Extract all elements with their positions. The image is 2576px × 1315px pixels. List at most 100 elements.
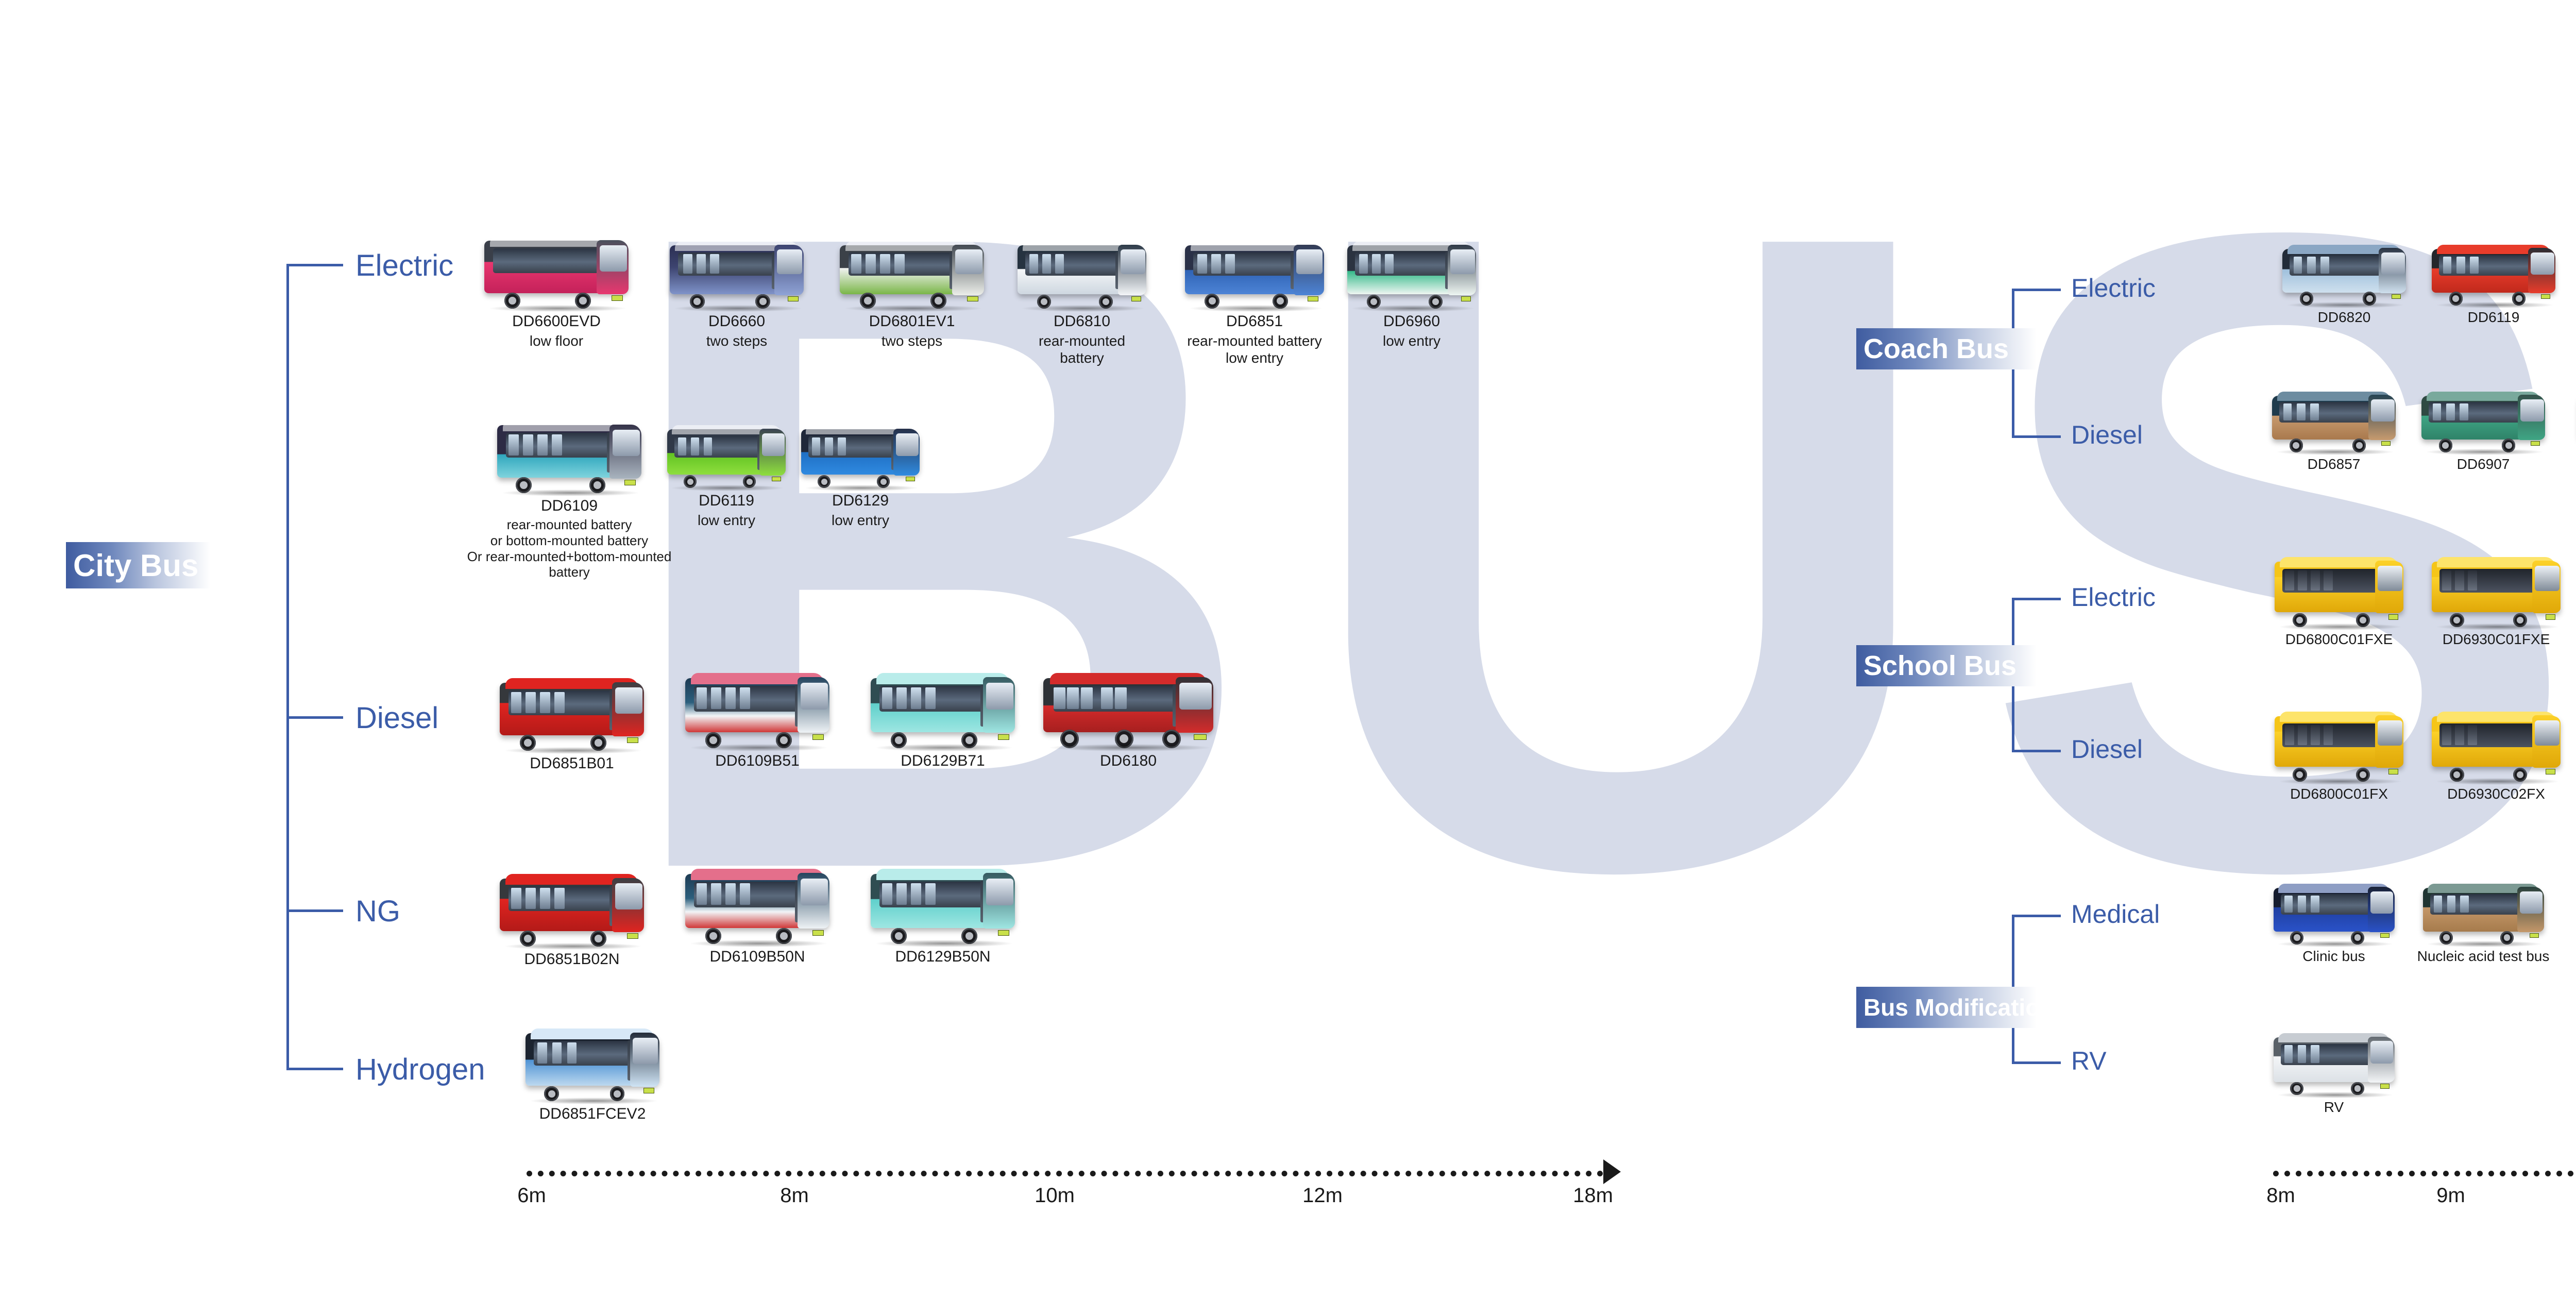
section-chip-school-bus: School Bus [1856, 645, 2037, 686]
branch-label-mod-rv: RV [2071, 1047, 2107, 1075]
bus-card[interactable]: DD6109B50N [680, 866, 835, 966]
branch-label-city-hydrogen: Hydrogen [355, 1053, 485, 1086]
branch-label-school-diesel: Diesel [2071, 735, 2143, 764]
bus-model: DD6960 [1383, 313, 1440, 330]
bus-card[interactable]: Nucleic acid test bus [2401, 881, 2566, 965]
bus-card[interactable]: DD6800C01FX [2267, 709, 2411, 802]
bus-photo [484, 233, 629, 312]
bus-model: DD6851 [1226, 313, 1283, 330]
bus-model: DD6801EV1 [869, 313, 955, 330]
bus-card[interactable]: DD6851B01 [495, 675, 649, 772]
bus-model: DD6109 [540, 497, 598, 514]
section-label-school-bus: School Bus [1863, 650, 2017, 681]
bus-card[interactable]: DD6907 [2416, 389, 2550, 473]
bus-note: rear-mounted battery low entry [1187, 333, 1322, 366]
bus-card[interactable]: DD6129B71 [866, 670, 1020, 770]
coach-branch-stub-diesel [2012, 435, 2061, 438]
section-chip-coach-bus: Coach Bus [1856, 328, 2037, 369]
bus-photo [2275, 554, 2403, 630]
bus-card[interactable]: DD6851 rear-mounted battery low entry [1170, 238, 1340, 366]
section-chip-city-bus: City Bus [66, 542, 210, 588]
bus-card[interactable]: Clinic bus [2267, 881, 2401, 965]
bus-card[interactable]: DD6109 rear-mounted battery or bottom-mo… [453, 417, 685, 580]
bus-card[interactable]: DD6857 [2267, 389, 2401, 473]
bus-model: DD6109B51 [715, 752, 800, 769]
branch-label-city-diesel: Diesel [355, 701, 439, 735]
bus-card[interactable]: DD6660 two steps [665, 238, 809, 349]
bus-note: two steps [881, 333, 943, 349]
bus-model: DD6930C02FX [2447, 786, 2545, 802]
axis-arrowhead [1603, 1159, 1621, 1184]
school-branch-stub-electric [2012, 598, 2061, 600]
bus-photo [2432, 709, 2561, 785]
bus-photo [1185, 238, 1324, 312]
section-label-city-bus: City Bus [73, 548, 199, 583]
bus-photo [2273, 1031, 2395, 1098]
bus-card[interactable]: DD6180 [1041, 670, 1216, 770]
axis-tick: 18m [1573, 1184, 1613, 1207]
bus-model: DD6851B01 [530, 755, 614, 772]
bus-model: Clinic bus [2302, 948, 2365, 964]
bus-model: DD6119 [699, 492, 754, 509]
bus-model: DD6820 [2317, 309, 2371, 325]
bus-photo [497, 417, 641, 496]
bus-note: low entry [831, 512, 890, 529]
bus-photo [526, 1025, 659, 1104]
bus-photo [2432, 554, 2561, 630]
section-label-coach-bus: Coach Bus [1863, 333, 2009, 364]
bus-card[interactable]: DD6109B51 [680, 670, 835, 770]
branch-label-coach-electric: Electric [2071, 274, 2156, 302]
mod-branch-stub-medical [2012, 915, 2061, 917]
bus-card[interactable]: DD6960 low entry [1340, 238, 1484, 349]
bus-note: two steps [706, 333, 768, 349]
bus-card[interactable]: DD6129B50N [866, 866, 1020, 966]
school-branch-stub-diesel [2012, 750, 2061, 752]
bus-card[interactable]: DD6109C71A [2563, 389, 2576, 473]
coach-branch-stub-electric [2012, 289, 2061, 291]
axis-tick: 9m [2436, 1184, 2465, 1207]
bus-card[interactable]: DD6119 low entry [662, 423, 791, 529]
mod-branch-stub-rv [2012, 1061, 2061, 1064]
city-branch-stub-ng [286, 909, 343, 912]
bus-card[interactable]: DD6600EVD low floor [479, 233, 634, 349]
bus-card[interactable]: DD6810 rear-mounted battery [1010, 238, 1154, 366]
bus-card[interactable]: DD6851FCEV2 [515, 1025, 670, 1123]
bus-model: DD6600EVD [512, 313, 601, 330]
bus-photo [685, 670, 829, 752]
city-branch-stub-electric [286, 264, 343, 266]
bus-card[interactable]: DD6129 low entry [796, 423, 925, 529]
bus-card[interactable]: DD6801EV1 two steps [835, 238, 989, 349]
bus-photo [1018, 238, 1146, 312]
bus-model: DD6109B50N [709, 948, 805, 965]
bus-model: DD6810 [1053, 313, 1111, 330]
bus-note: low entry [697, 512, 756, 529]
bus-card[interactable]: DD6851B02N [495, 871, 649, 968]
bus-card[interactable]: RV [2267, 1031, 2401, 1116]
axis-tick: 8m [780, 1184, 809, 1207]
city-branch-stub-hydrogen [286, 1068, 343, 1070]
branch-label-school-electric: Electric [2071, 583, 2156, 612]
bus-card[interactable]: Medical checkup bus [2566, 876, 2576, 962]
city-branch-stub-diesel [286, 716, 343, 719]
axis-tick: 6m [517, 1184, 546, 1207]
bus-note: rear-mounted battery [1038, 333, 1126, 366]
bus-photo [2273, 881, 2395, 947]
branch-label-city-ng: NG [355, 895, 400, 928]
bus-photo [670, 238, 804, 312]
bus-note: low floor [529, 333, 584, 349]
bus-model: DD6851B02N [524, 951, 620, 968]
bus-note: low entry [1382, 333, 1441, 349]
bus-model: DD6129 [832, 492, 889, 509]
bus-card[interactable]: DD6820 [2277, 242, 2411, 326]
bus-card[interactable]: DD6119 [2427, 242, 2561, 326]
bus-model: DD6129B71 [901, 752, 985, 769]
bus-card[interactable]: DD6930C02FX [2424, 709, 2568, 802]
city-bus-trunk [286, 264, 289, 1068]
bus-card[interactable]: DD6800C01FXE [2267, 554, 2411, 648]
bus-photo [871, 670, 1015, 752]
bus-photo [685, 866, 829, 948]
bus-card[interactable]: DD6930C01FXE [2424, 554, 2568, 648]
axis-line [2273, 1171, 2576, 1176]
bus-model: DD6800C01FXE [2285, 631, 2393, 647]
bus-photo [840, 238, 984, 312]
